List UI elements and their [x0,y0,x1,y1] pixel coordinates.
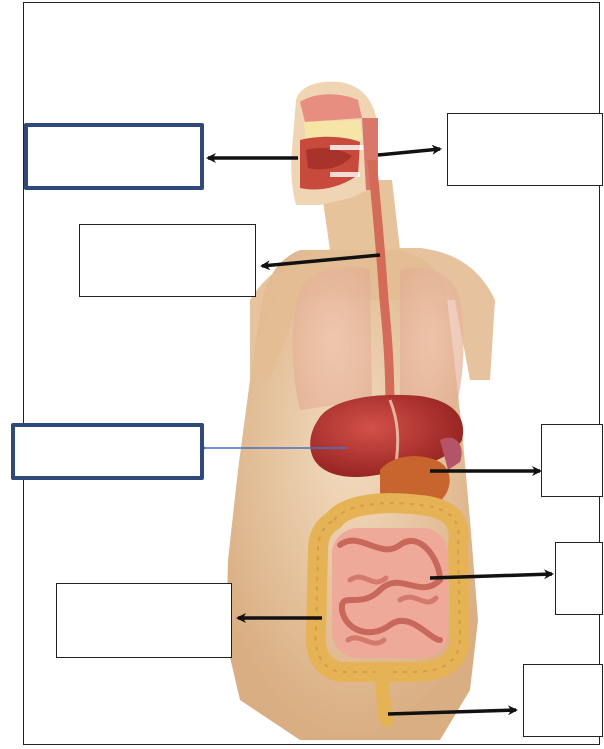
label-box-esophagus[interactable] [79,224,256,297]
label-box-rectum[interactable] [523,664,603,737]
label-box-stomach[interactable] [541,424,603,497]
label-box-large-intestine[interactable] [56,583,232,658]
label-box-liver[interactable] [11,423,204,480]
label-box-small-intestine[interactable] [555,542,603,615]
label-box-mouth[interactable] [24,123,204,190]
head-section [291,82,378,205]
arrow-pharynx [378,149,440,155]
label-box-pharynx[interactable] [447,113,603,186]
rectum [382,672,386,720]
small-intestine [332,528,448,658]
